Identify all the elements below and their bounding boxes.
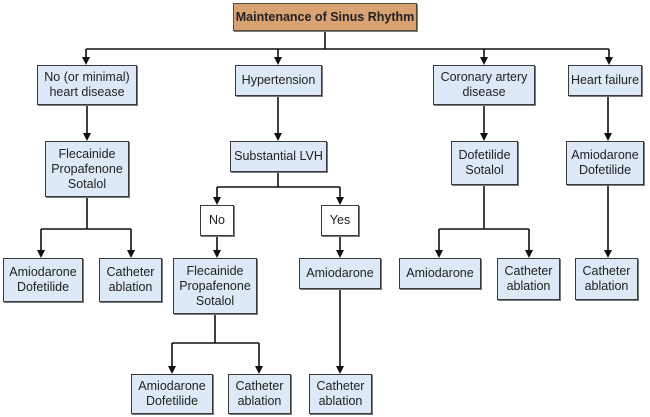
node-hypertension: Hypertension xyxy=(235,65,322,96)
node-no-heart-disease: No (or minimal) heart disease xyxy=(37,65,137,105)
arrowhead-icon xyxy=(83,133,91,141)
node-lvh-no: No xyxy=(200,205,234,236)
node-hf-drugs: Amiodarone Dofetilide xyxy=(566,141,644,185)
node-nhd-amiodarone-dofetilide: Amiodarone Dofetilide xyxy=(3,258,83,302)
node-lvh-yes-catheter-ablation: Catheter ablation xyxy=(309,374,372,414)
arrowhead-icon xyxy=(604,250,612,258)
arrowhead-icon xyxy=(274,133,282,141)
arrowhead-icon xyxy=(127,250,135,258)
node-lvh-no-amiodarone-dofetilide: Amiodarone Dofetilide xyxy=(131,374,213,414)
arrowhead-icon xyxy=(480,133,488,141)
node-lvh-yes-amiodarone: Amiodarone xyxy=(299,258,381,289)
arrowhead-icon xyxy=(213,197,221,205)
node-cad-drugs: Dofetilide Sotalol xyxy=(451,141,518,185)
node-substantial-lvh: Substantial LVH xyxy=(230,141,327,172)
arrowhead-icon xyxy=(605,57,613,65)
node-hf-catheter-ablation: Catheter ablation xyxy=(575,258,638,300)
arrowhead-icon xyxy=(336,250,344,258)
arrowhead-icon xyxy=(37,250,45,258)
node-lvh-yes: Yes xyxy=(321,205,359,236)
node-coronary-artery-disease: Coronary artery disease xyxy=(433,65,535,105)
arrowhead-icon xyxy=(336,366,344,374)
node-cad-catheter-ablation: Catheter ablation xyxy=(497,258,560,300)
node-lvh-no-drugs: Flecainide Propafenone Sotalol xyxy=(173,258,257,314)
arrowhead-icon xyxy=(213,250,221,258)
arrowhead-icon xyxy=(604,133,612,141)
arrowhead-icon xyxy=(336,197,344,205)
node-cad-amiodarone: Amiodarone xyxy=(399,258,481,289)
node-heart-failure: Heart failure xyxy=(568,65,642,96)
arrowhead-icon xyxy=(274,57,282,65)
arrowhead-icon xyxy=(435,250,443,258)
arrowhead-icon xyxy=(525,250,533,258)
node-nhd-catheter-ablation: Catheter ablation xyxy=(99,258,162,302)
arrowhead-icon xyxy=(255,366,263,374)
node-root: Maintenance of Sinus Rhythm xyxy=(233,3,417,31)
arrowhead-icon xyxy=(480,57,488,65)
node-lvh-no-catheter-ablation: Catheter ablation xyxy=(228,374,291,414)
arrowhead-icon xyxy=(82,57,90,65)
arrowhead-icon xyxy=(168,366,176,374)
node-nhd-drugs: Flecainide Propafenone Sotalol xyxy=(45,141,129,197)
